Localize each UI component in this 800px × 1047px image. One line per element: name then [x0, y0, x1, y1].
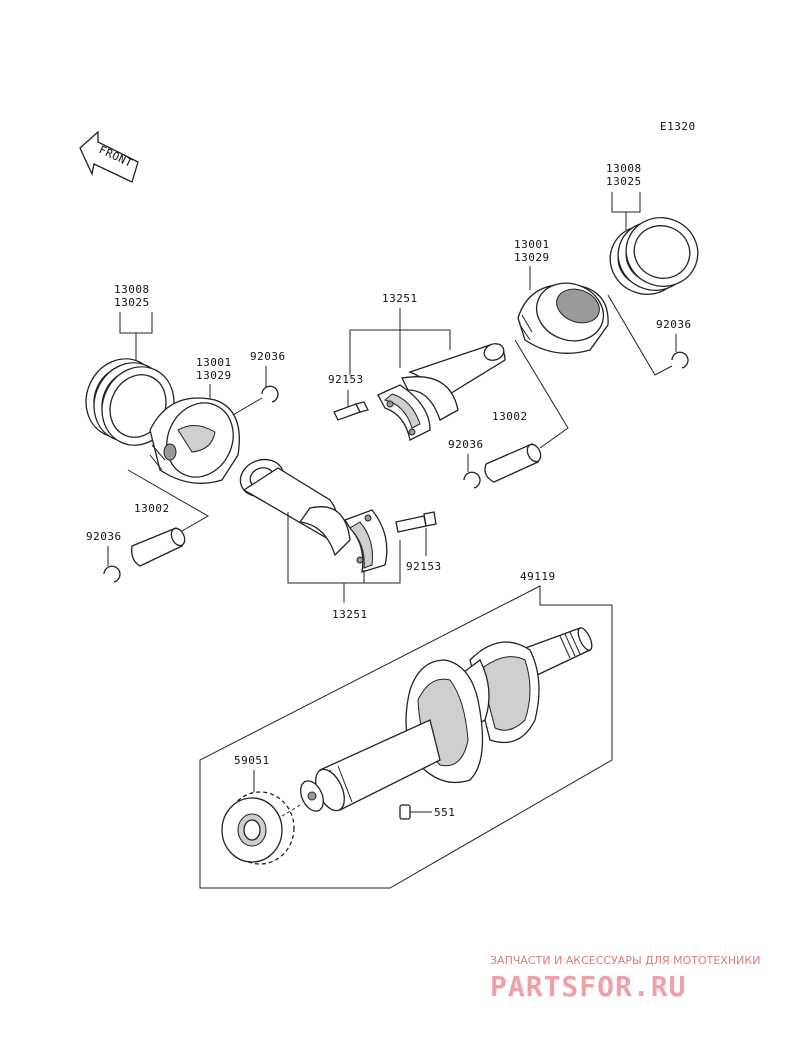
- label-rings-right-2: 13025: [606, 175, 642, 188]
- piston-pin-left: [131, 527, 186, 567]
- circlip-left-upper: [261, 385, 279, 403]
- circlip-right-lower: [463, 471, 481, 489]
- conrod-bolt-lower: [395, 511, 437, 533]
- piston-left: [149, 397, 240, 484]
- dowel-pin: [399, 804, 411, 820]
- conrod-bolt-upper: [333, 401, 369, 421]
- circlip-right-upper: [671, 351, 689, 369]
- label-bolt-upper: 92153: [328, 373, 364, 386]
- piston-rings-left: [85, 358, 175, 446]
- label-piston-left-1: 13001: [196, 356, 232, 369]
- label-conrod-lower: 13251: [332, 608, 368, 621]
- piston-right: [517, 282, 609, 354]
- label-clip-left-upper: 92036: [250, 350, 286, 363]
- conrod-lower: [239, 458, 388, 573]
- label-pin-left: 13002: [134, 502, 170, 515]
- piston-rings-right: [609, 217, 699, 295]
- crank-gear: [221, 791, 295, 865]
- label-rings-left-2: 13025: [114, 296, 150, 309]
- label-bolt-lower: 92153: [406, 560, 442, 573]
- label-crankshaft: 49119: [520, 570, 556, 583]
- watermark-tagline: ЗАПЧАСТИ И АКСЕССУАРЫ ДЛЯ МОТОТЕХНИКИ: [490, 954, 760, 967]
- label-rings-left-1: 13008: [114, 283, 150, 296]
- watermark-brand: PARTSFOR.RU: [490, 970, 686, 1003]
- label-piston-right-2: 13029: [514, 251, 550, 264]
- label-conrod-upper: 13251: [382, 292, 418, 305]
- crankshaft: [300, 627, 593, 812]
- label-rings-right-1: 13008: [606, 162, 642, 175]
- piston-pin-right: [484, 443, 542, 483]
- conrod-upper: [377, 343, 506, 441]
- diagram-code: E1320: [660, 120, 696, 133]
- front-arrow-icon: FRONT: [79, 130, 139, 183]
- label-clip-right-lower: 92036: [448, 438, 484, 451]
- crankshaft-frame: [199, 585, 613, 889]
- label-gear: 59051: [234, 754, 270, 767]
- label-clip-left-lower: 92036: [86, 530, 122, 543]
- label-piston-right-1: 13001: [514, 238, 550, 251]
- label-piston-left-2: 13029: [196, 369, 232, 382]
- label-clip-right-upper: 92036: [656, 318, 692, 331]
- label-dowel: 551: [434, 806, 455, 819]
- circlip-left-lower: [103, 565, 121, 583]
- label-pin-right: 13002: [492, 410, 528, 423]
